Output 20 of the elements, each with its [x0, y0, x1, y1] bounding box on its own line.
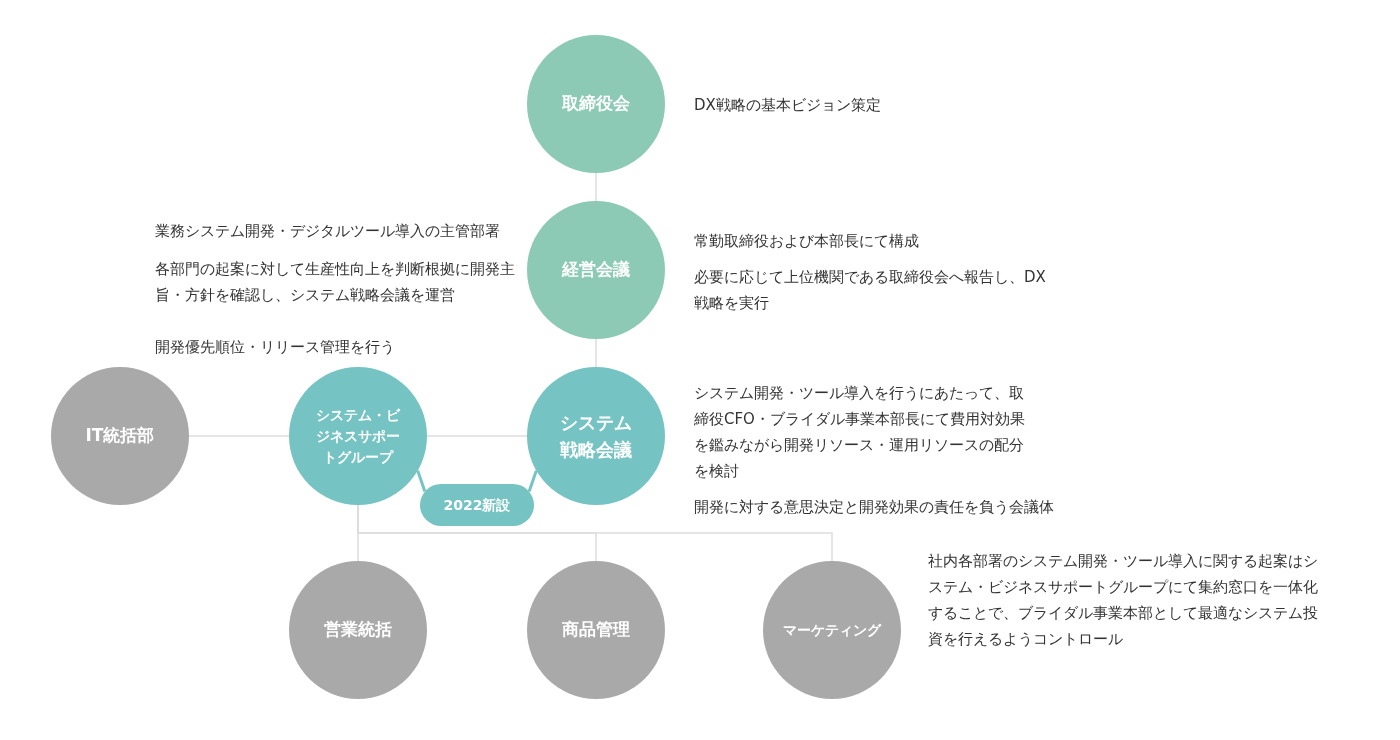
description-text: 業務システム開発・デジタルツール導入の主管部署 [155, 221, 501, 242]
circle-node: 営業統括 [289, 561, 427, 699]
description-text: DX戦略の基本ビジョン策定 [694, 95, 882, 116]
circle-node: マーケティング [763, 561, 901, 699]
circle-node: 取締役会 [527, 35, 665, 173]
connector-line [527, 470, 538, 493]
description-text: 必要に応じて上位機関である取締役会へ報告し、DX戦略を実行 [694, 267, 1047, 314]
circle-node: システム・ビジネスサポートグループ [289, 367, 427, 505]
description-text: システム開発・ツール導入を行うにあたって、取締役CFO・ブライダル事業本部長にて費用対効果を鑑みながら開発リソース・運用リソースの配分を検討 [694, 383, 1026, 482]
circle-node: IT統括部 [51, 367, 189, 505]
circle-node: 経営会議 [527, 201, 665, 339]
description-text: 各部門の起案に対して生産性向上を判断根拠に開発主旨・方針を確認し、システム戦略会議を運営 [155, 259, 516, 306]
circle-node: 商品管理 [527, 561, 665, 699]
description-text: 社内各部署のシステム開発・ツール導入に関する起案はシステム・ビジネスサポートグループにて集約窓口を一体化することで、ブライダル事業本部として最適なシステム投資を行えるようコントロール [928, 551, 1319, 650]
badge: 2022新設 [420, 484, 534, 526]
description-text: 開発に対する意思決定と開発効果の責任を負う会議体 [694, 497, 1055, 518]
description-text: 開発優先順位・リリース管理を行う [155, 337, 396, 358]
circle-node: システム戦略会議 [527, 367, 665, 505]
description-text: 常勤取締役および本部長にて構成 [694, 231, 920, 252]
connector-line [416, 470, 427, 493]
